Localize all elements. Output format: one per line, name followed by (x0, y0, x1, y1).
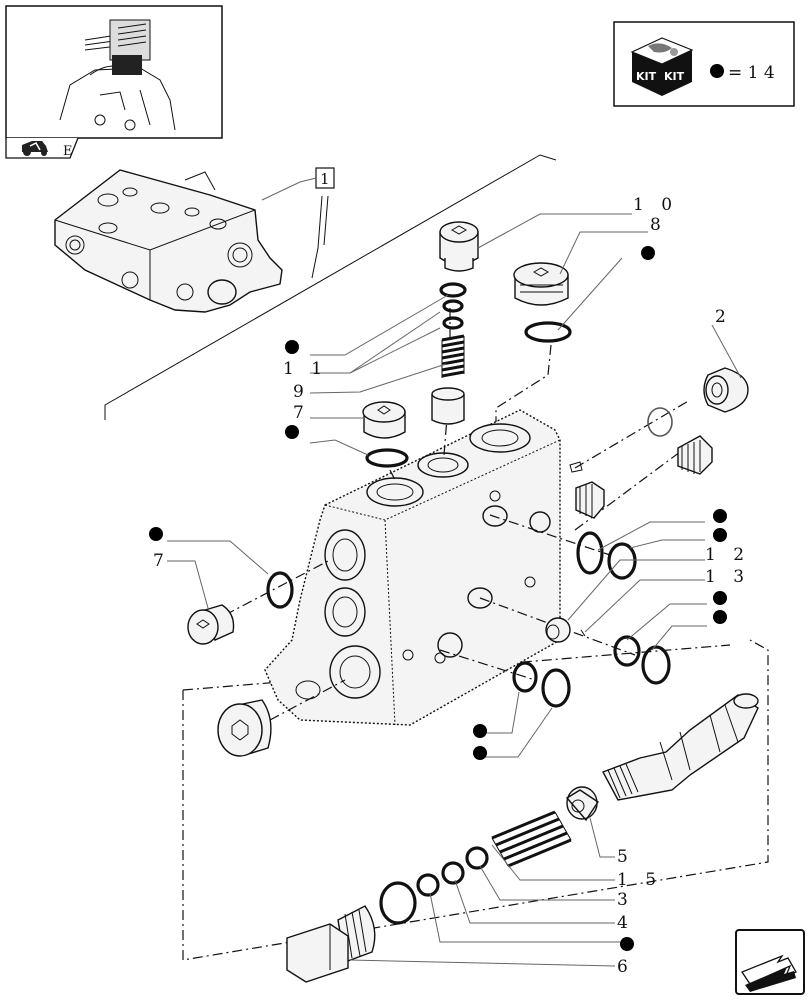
part-3-washer (465, 846, 489, 870)
part-9-spring (441, 334, 465, 378)
side-oring-a (576, 531, 604, 575)
part-11-ring-b (442, 299, 464, 313)
callout-7-upper: 7 (293, 403, 310, 423)
callout-5: 5 (617, 847, 634, 867)
kit-dot-8 (641, 246, 655, 260)
kit-dot-side-b (713, 528, 727, 542)
tractor-sketch (59, 19, 176, 131)
callout-9: 9 (293, 382, 310, 402)
side-oring-b (607, 542, 637, 580)
valve-assembly-overview (54, 169, 283, 313)
frame-line-top (104, 154, 557, 420)
center-oring-b (541, 668, 571, 708)
part-13-ball (580, 629, 586, 637)
callout-12: 1 2 (705, 545, 750, 565)
kit-legend-box: KIT KIT = 1 4 (613, 21, 795, 107)
lower-oring-b (641, 645, 671, 685)
kit-label-1: KIT (636, 70, 657, 83)
tractor-icon[interactable] (22, 141, 48, 156)
callout-11: 1 1 (283, 359, 328, 379)
callout-15: 1 5 (617, 870, 662, 890)
arrow-next-icon[interactable] (735, 929, 805, 995)
kit-dot-center-b (473, 746, 487, 760)
kit-dot-side-a (713, 509, 727, 523)
kit-dot-center-a (473, 724, 487, 738)
center-oring-a (512, 661, 538, 693)
kit-label-2: KIT (664, 70, 685, 83)
kit-dot-6 (620, 937, 634, 951)
callout-7-left: 7 (153, 551, 170, 571)
right-fitting-b (575, 481, 605, 519)
left-lower-cap (217, 699, 272, 757)
part-10-plug (439, 221, 479, 272)
reference-number: 1 (320, 170, 330, 188)
callout-2: 2 (715, 307, 732, 327)
assembly-axes (224, 308, 691, 721)
kit-legend-text: = 1 4 (728, 63, 775, 83)
part-15-spring (491, 810, 572, 868)
kit-dot-7-left (149, 527, 163, 541)
kit-dot-lower-b (713, 610, 727, 624)
part-7-oring-upper (365, 448, 409, 468)
inset-tab-letter: E (63, 144, 73, 159)
part-12-check (545, 617, 571, 643)
right-oring-a (647, 407, 673, 437)
callouts: 1 0 8 2 1 1 9 7 7 1 2 1 3 5 1 5 3 4 6 (149, 195, 750, 977)
valve-body (264, 409, 561, 726)
callout-6: 6 (617, 957, 634, 977)
callout-10: 1 0 (633, 195, 678, 215)
part-4-washer-a (441, 861, 465, 885)
part-7-oring-left (266, 571, 294, 609)
kit-dot-lower-a (713, 591, 727, 605)
part-8-oring (524, 321, 572, 343)
callout-8: 8 (650, 215, 667, 235)
spool (602, 693, 759, 801)
part-6-oring (379, 881, 417, 925)
part-7-plug-upper (362, 401, 406, 439)
reference-marker: 1 (261, 167, 335, 279)
leader-lines (167, 213, 742, 967)
kit-bullet (710, 64, 724, 78)
part-6-plug (286, 905, 376, 983)
part-2-cap (703, 367, 749, 413)
lower-oring-a (613, 635, 641, 667)
part-8-plug (513, 262, 569, 306)
part-7-plug-left (187, 604, 235, 645)
location-inset: E (5, 5, 223, 159)
kit-dot-7-upper (285, 425, 299, 439)
kit-box-icon: KIT KIT (630, 37, 694, 96)
kit-dot-11 (285, 340, 299, 354)
callout-13: 1 3 (705, 567, 750, 587)
part-11-ring-a (439, 282, 467, 298)
right-fitting-a (677, 435, 713, 475)
callout-4: 4 (617, 913, 634, 933)
part-5-retainer (565, 786, 599, 822)
part-11-ring-c (442, 316, 464, 330)
small-nut (569, 461, 583, 473)
part-9-sleeve (431, 387, 465, 425)
callout-3: 3 (617, 890, 634, 910)
part-4-washer-b (416, 873, 440, 897)
